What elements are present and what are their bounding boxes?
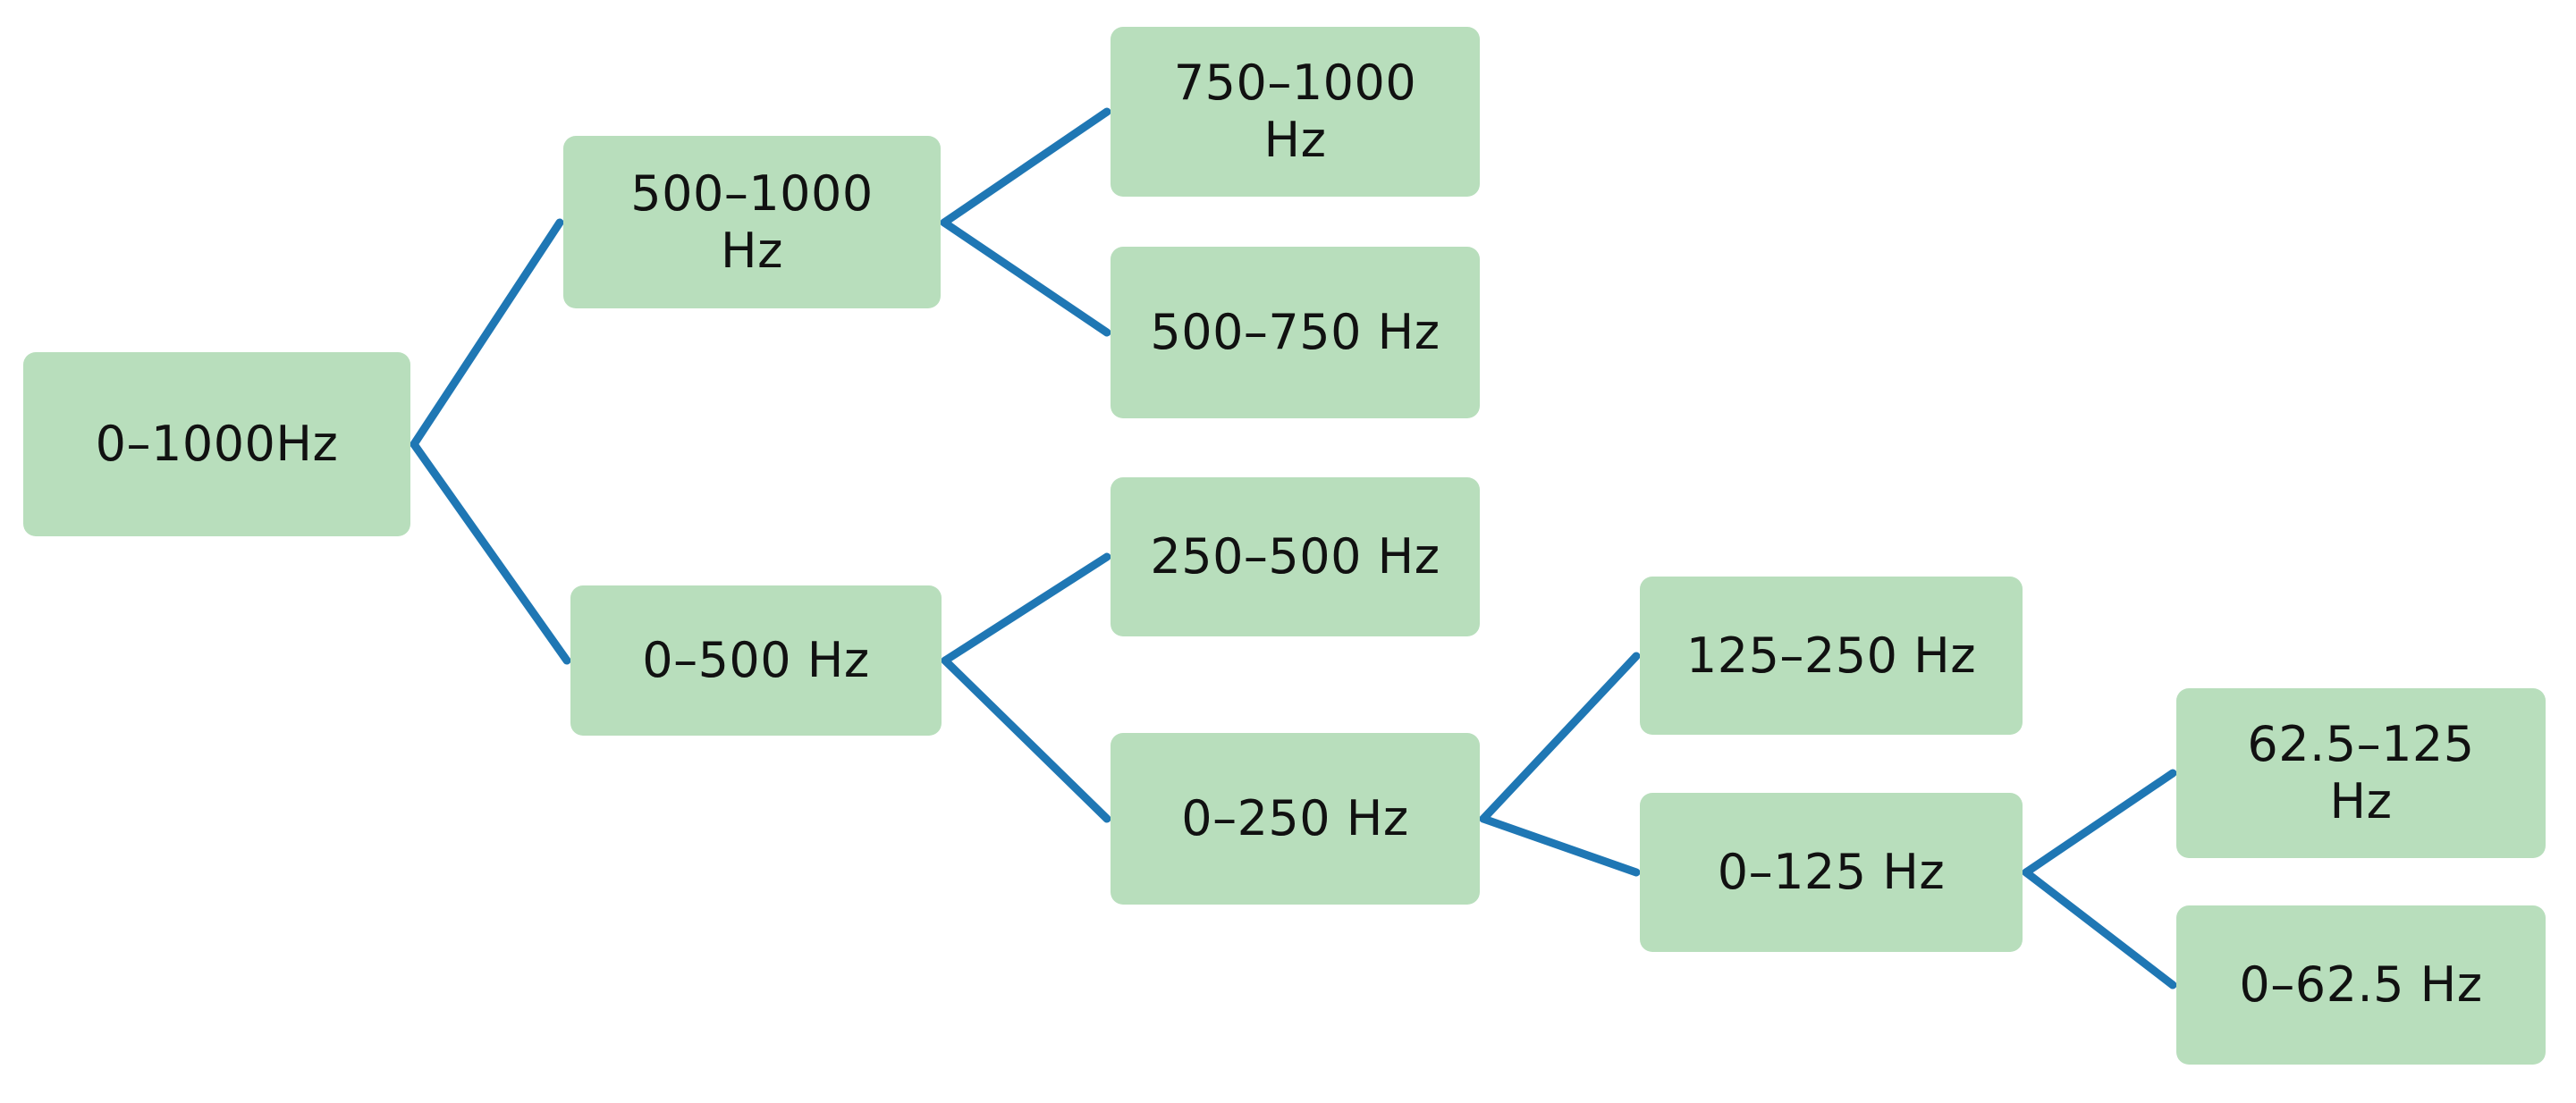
tree-edge-n0_125-to-n62_125 xyxy=(2022,769,2177,877)
tree-node-n750_1000[interactable]: 750–1000 Hz xyxy=(1111,27,1480,197)
tree-node-n0_500[interactable]: 0–500 Hz xyxy=(570,585,942,736)
tree-edge-n0_500-to-n250_500 xyxy=(941,552,1111,665)
tree-edge-n0_500-to-n0_250 xyxy=(941,656,1111,823)
tree-node-label: 750–1000 Hz xyxy=(1173,55,1417,168)
tree-node-n500_1000[interactable]: 500–1000 Hz xyxy=(563,136,941,308)
tree-edge-root-to-n500_1000 xyxy=(410,218,564,449)
tree-node-n0_250[interactable]: 0–250 Hz xyxy=(1111,733,1480,905)
tree-edge-n0_125-to-n0_62 xyxy=(2022,868,2177,989)
tree-edge-n0_250-to-n125_250 xyxy=(1479,652,1641,823)
tree-edge-root-to-n0_500 xyxy=(410,440,571,665)
tree-edge-n0_250-to-n0_125 xyxy=(1479,814,1641,877)
tree-node-n0_125[interactable]: 0–125 Hz xyxy=(1640,793,2023,952)
tree-node-label: 0–500 Hz xyxy=(642,632,870,689)
tree-node-label: 500–750 Hz xyxy=(1150,304,1440,361)
tree-node-n62_125[interactable]: 62.5–125 Hz xyxy=(2176,688,2546,858)
tree-node-label: 62.5–125 Hz xyxy=(2247,716,2475,829)
tree-node-n500_750[interactable]: 500–750 Hz xyxy=(1111,247,1480,418)
tree-node-label: 250–500 Hz xyxy=(1150,528,1440,585)
tree-node-label: 0–1000Hz xyxy=(95,416,339,473)
tree-node-n0_62[interactable]: 0–62.5 Hz xyxy=(2176,905,2546,1065)
tree-node-label: 0–125 Hz xyxy=(1717,844,1946,901)
tree-node-label: 125–250 Hz xyxy=(1685,627,1977,684)
tree-node-n250_500[interactable]: 250–500 Hz xyxy=(1111,477,1480,636)
tree-node-label: 0–250 Hz xyxy=(1181,790,1409,847)
tree-node-label: 500–1000 Hz xyxy=(630,164,874,279)
tree-edge-n500_1000-to-n750_1000 xyxy=(940,107,1111,227)
tree-node-n125_250[interactable]: 125–250 Hz xyxy=(1640,577,2023,735)
tree-edge-n500_1000-to-n500_750 xyxy=(940,218,1111,337)
tree-node-root[interactable]: 0–1000Hz xyxy=(23,352,410,536)
tree-node-label: 0–62.5 Hz xyxy=(2239,956,2483,1014)
